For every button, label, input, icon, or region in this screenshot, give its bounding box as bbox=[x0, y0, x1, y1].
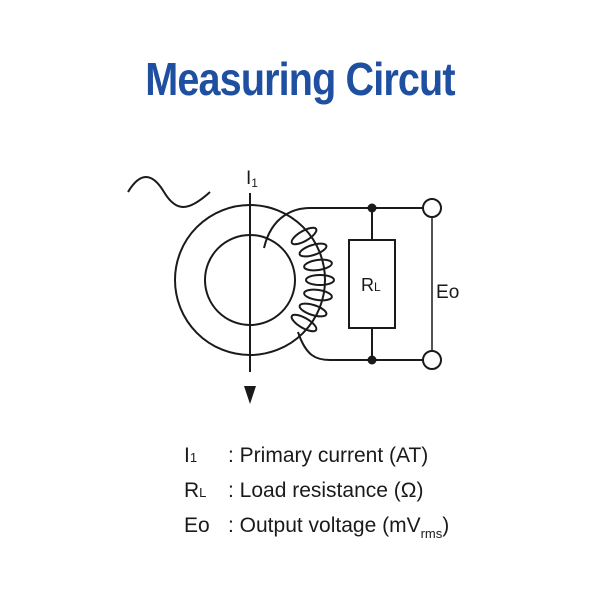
legend-description: : Primary current (AT) bbox=[228, 444, 429, 467]
page-title: Measuring Circut bbox=[145, 53, 455, 105]
resistor-label: RL bbox=[361, 275, 381, 295]
current-label: I1 bbox=[246, 168, 258, 190]
legend: I1 : Primary current (AT) RL : Load resist… bbox=[184, 438, 449, 543]
secondary-winding bbox=[290, 226, 335, 333]
bottom-output-terminal bbox=[422, 350, 442, 370]
sine-wave-icon bbox=[127, 176, 211, 208]
legend-symbol: I1 bbox=[184, 444, 198, 467]
legend-description: : Output voltage (mVrms) bbox=[228, 514, 450, 541]
legend-symbol: Eo bbox=[184, 514, 210, 537]
upper-lead-wire bbox=[263, 207, 372, 249]
legend-item: RL : Load resistance (Ω) bbox=[184, 473, 449, 508]
output-voltage-label: Eo bbox=[436, 282, 459, 303]
lower-lead-wire bbox=[297, 331, 372, 361]
arrow-down-icon bbox=[244, 386, 256, 404]
legend-item: I1 : Primary current (AT) bbox=[184, 438, 449, 473]
legend-symbol: RL bbox=[184, 479, 207, 502]
legend-description: : Load resistance (Ω) bbox=[228, 479, 424, 502]
top-output-terminal bbox=[422, 198, 442, 218]
load-resistor bbox=[348, 239, 396, 329]
legend-item: Eo : Output voltage (mVrms) bbox=[184, 508, 449, 543]
